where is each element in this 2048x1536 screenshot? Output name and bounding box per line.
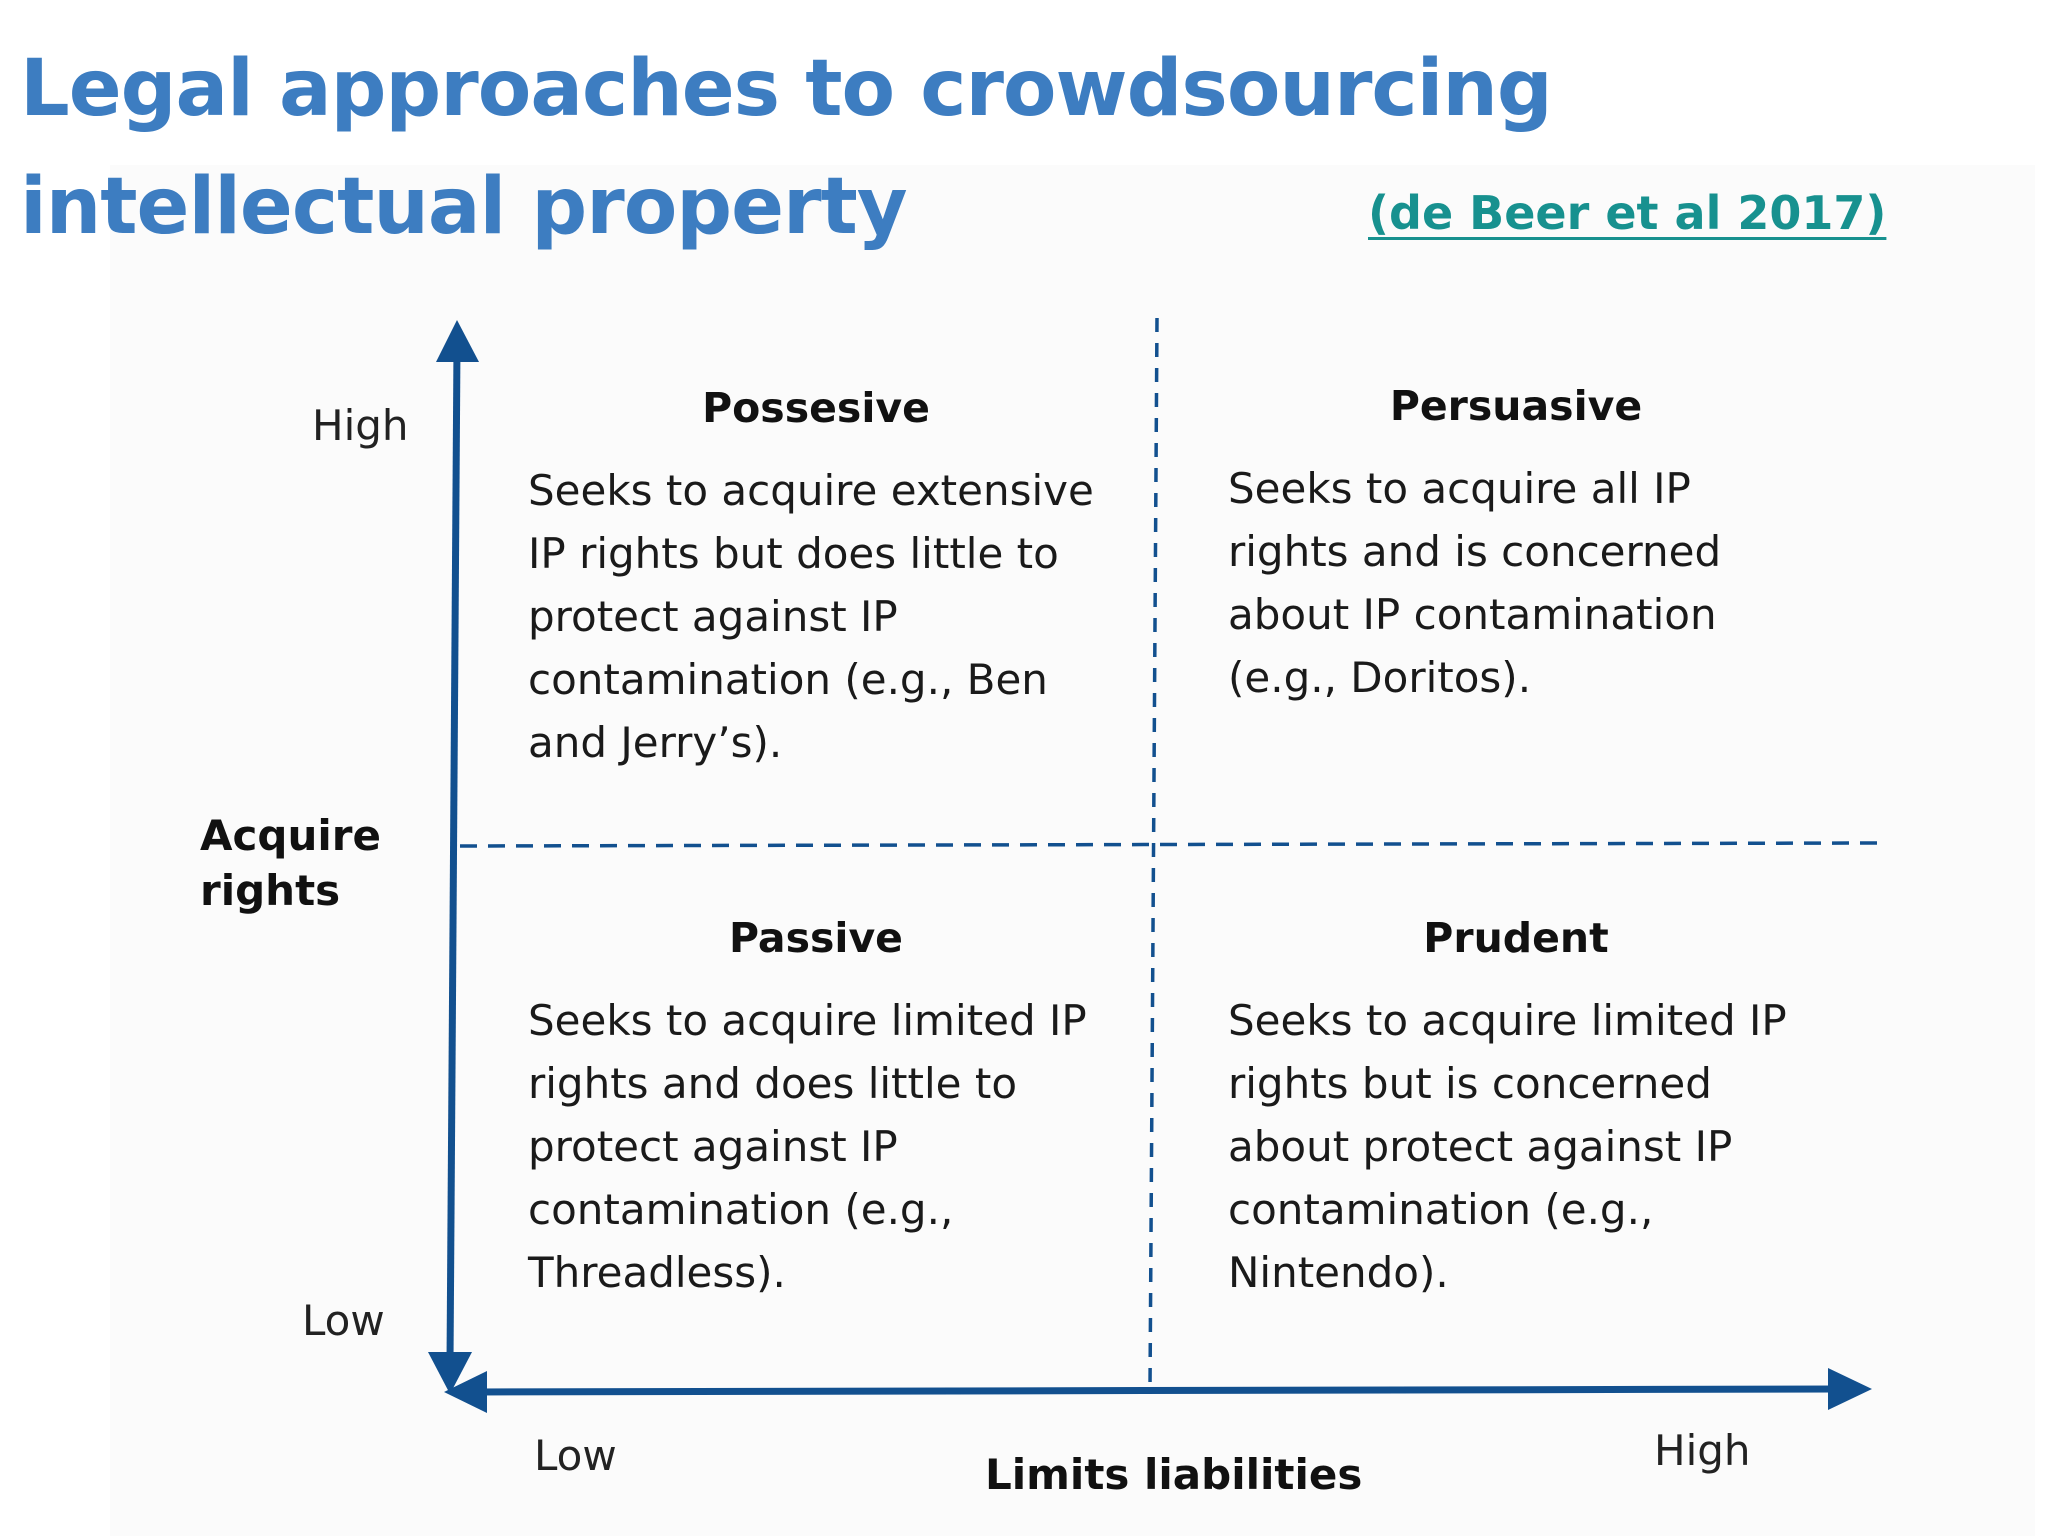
x-axis-title: Limits liabilities <box>985 1450 1363 1499</box>
quadrant-description: Seeks to acquire limited IP rights and d… <box>528 996 1087 1297</box>
horizontal-divider <box>459 841 1879 848</box>
quadrant-persuasive: Persuasive Seeks to acquire all IP right… <box>1228 386 1788 709</box>
y-axis-line <box>446 344 461 1363</box>
diagram-background <box>110 165 2035 1536</box>
page-title-line-1: Legal approaches to crowdsourcing <box>20 44 1553 134</box>
y-axis-high-label: High <box>312 401 409 450</box>
quadrant-title: Passive <box>728 914 903 962</box>
y-axis-title: Acquire rights <box>200 808 400 918</box>
citation-link[interactable]: (de Beer et al 2017) <box>1368 186 1887 240</box>
quadrant-description: Seeks to acquire limited IP rights but i… <box>1228 996 1787 1297</box>
page-title-line-2: intellectual property <box>20 162 908 252</box>
quadrant-description: Seeks to acquire all IP rights and is co… <box>1228 464 1722 702</box>
x-axis-arrow-left-icon <box>444 1371 487 1413</box>
quadrant-title: Possesive <box>702 384 930 432</box>
quadrant-title: Persuasive <box>1389 382 1643 430</box>
vertical-divider <box>1148 317 1159 1389</box>
quadrant-description: Seeks to acquire extensive IP rights but… <box>528 466 1094 767</box>
quadrant-title: Prudent <box>1423 914 1609 962</box>
x-axis-high-label: High <box>1654 1426 1751 1475</box>
x-axis-low-label: Low <box>534 1431 617 1480</box>
quadrant-prudent: Prudent Seeks to acquire limited IP righ… <box>1228 918 1788 1304</box>
x-axis-arrow-right-icon <box>1828 1368 1872 1410</box>
y-axis-low-label: Low <box>302 1296 385 1345</box>
quadrant-passive: Passive Seeks to acquire limited IP righ… <box>528 918 1128 1304</box>
y-axis-arrow-down-icon <box>428 1352 472 1394</box>
x-axis-line <box>477 1385 1841 1396</box>
quadrant-possessive: Possesive Seeks to acquire extensive IP … <box>528 388 1128 774</box>
y-axis-title-line-2: rights <box>200 866 341 915</box>
y-axis-arrow-up-icon <box>436 320 479 362</box>
y-axis-title-line-1: Acquire <box>200 811 381 860</box>
